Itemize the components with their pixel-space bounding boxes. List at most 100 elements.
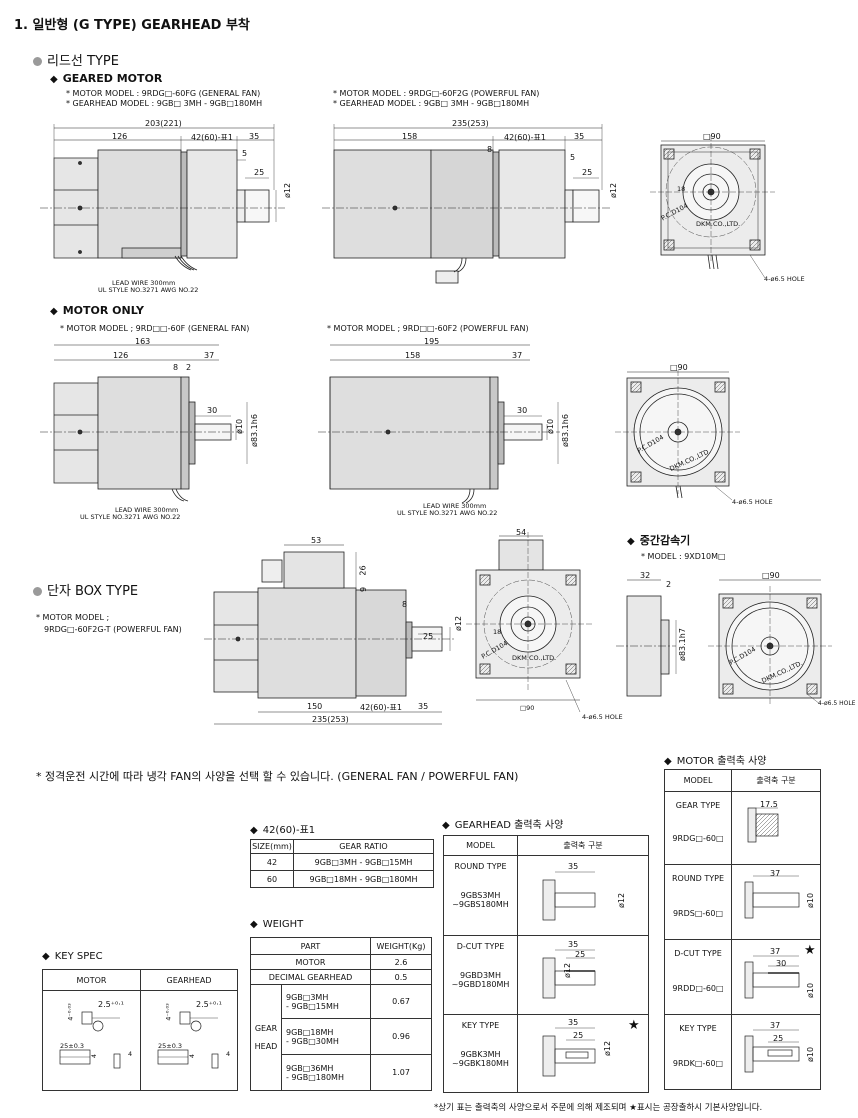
mo-left-motor-model: * MOTOR MODEL ; 9RD□□-60F (GENERAL FAN) bbox=[60, 324, 250, 333]
dim-label: 25 bbox=[582, 168, 593, 177]
hole-label: 4-ø6.5 HOLE bbox=[732, 498, 773, 506]
dim-label: □90 bbox=[520, 704, 535, 712]
gearhead-out-heading: ◆GEARHEAD 출력축 사양 bbox=[442, 820, 564, 831]
mo-right-motor-model: * MOTOR MODEL ; 9RD□□-60F2 (POWERFUL FAN… bbox=[327, 324, 529, 333]
dim-label: 42(60)-표1 bbox=[191, 133, 233, 142]
dim-label: 203(221) bbox=[145, 119, 182, 128]
lead-note: LEAD WIRE 300mm bbox=[423, 502, 487, 510]
dim-label: 42(60)-표1 bbox=[504, 133, 546, 142]
key-dim: 25±0.3 bbox=[60, 1042, 85, 1050]
key-motor-cell bbox=[42, 990, 141, 1091]
maker-label: DKM.CO.,LTD. bbox=[512, 654, 557, 662]
shaft-cell bbox=[517, 855, 649, 936]
geared-motor-heading: ◆GEARED MOTOR bbox=[50, 72, 163, 85]
hole-label: 4-ø6.5 HOLE bbox=[818, 700, 856, 707]
dim-label: 235(253) bbox=[312, 715, 349, 724]
key-dim: 25±0.3 bbox=[158, 1042, 183, 1050]
dim-label: 2 bbox=[666, 580, 672, 589]
motor-out-heading: ◆MOTOR 출력축 사양 bbox=[664, 756, 767, 767]
maker-label: DKM.CO.,LTD. bbox=[696, 220, 741, 228]
key-dim: 4 bbox=[226, 1050, 231, 1058]
mo-front-view bbox=[615, 370, 740, 501]
footer-note: *상기 표는 출력축의 사양으로서 주문에 의해 제조되며 ★표시는 공장출하시… bbox=[434, 1103, 763, 1113]
shaft-dim: 37 bbox=[770, 947, 781, 956]
mo-right-side-view bbox=[318, 344, 560, 504]
gm-left-side-view bbox=[40, 124, 285, 271]
bullet-icon bbox=[33, 57, 42, 66]
diamond-icon: ◆ bbox=[50, 74, 58, 85]
dim-label: 126 bbox=[113, 351, 129, 360]
shaft-dim: 35 bbox=[568, 862, 579, 871]
shaft-cell bbox=[517, 935, 649, 1015]
dim-label: 37 bbox=[512, 351, 523, 360]
dim-label: 150 bbox=[307, 702, 323, 711]
dim-label: 5 bbox=[570, 153, 576, 162]
lead-note: UL STYLE NO.3271 AWG NO.22 bbox=[98, 286, 199, 294]
box-front-view bbox=[466, 532, 592, 713]
dim-label: 235(253) bbox=[452, 119, 489, 128]
fan-note: * 정격운전 시간에 따라 냉각 FAN의 사양을 선택 할 수 있습니다. (… bbox=[36, 770, 519, 783]
table-cell: 1.07 bbox=[370, 1054, 432, 1091]
dim-label: 158 bbox=[405, 351, 421, 360]
gm-right-side-view bbox=[322, 124, 612, 284]
decimal-model: * MODEL : 9XD10M□ bbox=[641, 552, 726, 561]
dim-label: 5 bbox=[242, 149, 248, 158]
mo-left-side-view bbox=[40, 344, 248, 502]
diamond-icon: ◆ bbox=[42, 951, 50, 962]
diamond-icon: ◆ bbox=[664, 756, 672, 767]
standard-star-icon: ★ bbox=[804, 943, 816, 958]
dim-label: 32 bbox=[640, 571, 651, 580]
dim-label: 30 bbox=[207, 406, 218, 415]
table-cell: 0.5 bbox=[370, 969, 432, 985]
weight-heading: ◆WEIGHT bbox=[250, 919, 304, 930]
key-dim: 2.5⁺⁰·¹ bbox=[196, 1000, 222, 1009]
decimal-heading: ◆중간감속기 bbox=[627, 534, 691, 547]
key-dim: 4 bbox=[128, 1050, 133, 1058]
dim-label: 25 bbox=[254, 168, 265, 177]
dim-label: 35 bbox=[574, 132, 585, 141]
page-title: 1. 일반형 (G TYPE) GEARHEAD 부착 bbox=[14, 18, 250, 33]
box-type-heading: 단자 BOX TYPE bbox=[33, 580, 138, 599]
dim-label: □90 bbox=[670, 363, 688, 372]
shaft-dim: ø10 bbox=[806, 982, 816, 999]
diamond-icon: ◆ bbox=[627, 536, 635, 547]
gm-left-gearhead-model: * GEARHEAD MODEL : 9GB□ 3MH - 9GB□180MH bbox=[66, 99, 263, 108]
diamond-icon: ◆ bbox=[50, 306, 58, 317]
dim-label: 42(60)-표1 bbox=[360, 703, 402, 712]
dim-label: □90 bbox=[703, 132, 721, 141]
key-dim: 2.5⁺⁰·¹ bbox=[98, 1000, 124, 1009]
lead-note: LEAD WIRE 300mm bbox=[115, 506, 179, 514]
lead-note: UL STYLE NO.3271 AWG NO.22 bbox=[397, 509, 498, 517]
diamond-icon: ◆ bbox=[250, 825, 258, 836]
shaft-cell bbox=[517, 1014, 649, 1093]
dim-label: 8 bbox=[402, 600, 408, 609]
dim-label: 30 bbox=[517, 406, 528, 415]
box-motor-model-label: * MOTOR MODEL ; bbox=[36, 613, 110, 622]
gm-right-motor-model: * MOTOR MODEL : 9RDG□-60F2G (POWERFUL FA… bbox=[333, 89, 540, 98]
diamond-icon: ◆ bbox=[250, 919, 258, 930]
dim-label: 2 bbox=[186, 363, 192, 372]
hole-label: 4-ø6.5 HOLE bbox=[764, 275, 805, 283]
table-cell: 0.96 bbox=[370, 1018, 432, 1055]
shaft-dim: 35 bbox=[568, 940, 579, 949]
table-cell: 9GB□3MH- 9GB□15MH bbox=[281, 984, 371, 1019]
shaft-dim: 35 bbox=[568, 1018, 579, 1027]
dim-label: 18 bbox=[677, 185, 686, 193]
shaft-dim: 25 bbox=[773, 1034, 784, 1043]
key-gear-cell bbox=[140, 990, 238, 1091]
dim-label: 18 bbox=[493, 628, 502, 636]
shaft-dim: 37 bbox=[770, 869, 781, 878]
gm-front-view bbox=[650, 135, 775, 279]
dim-label: 163 bbox=[135, 337, 151, 346]
table1-heading: ◆42(60)-표1 bbox=[250, 825, 316, 836]
shaft-dim: 25 bbox=[575, 950, 586, 959]
